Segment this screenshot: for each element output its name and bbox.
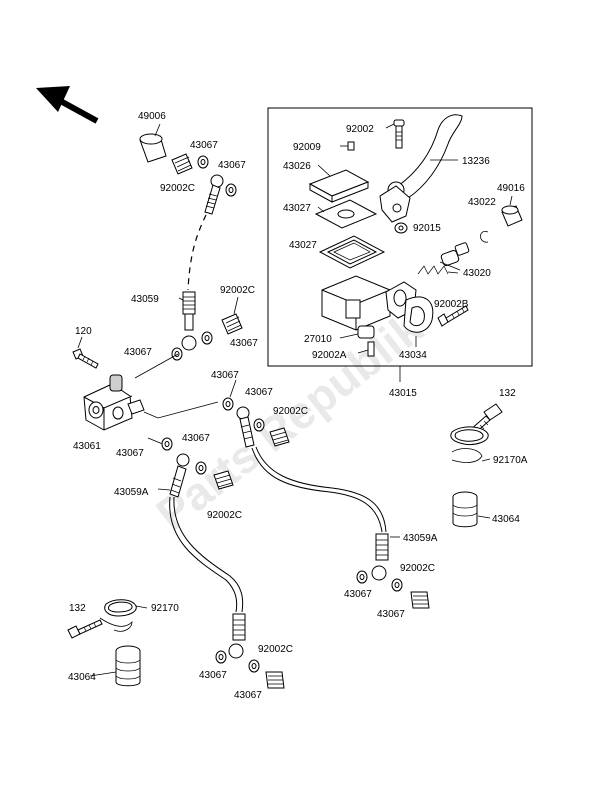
washer-43067-right-b bbox=[391, 578, 403, 592]
washer-43067-joint-a bbox=[222, 397, 234, 411]
label-92002C-f: 92002C bbox=[258, 644, 293, 655]
label-43067-b: 43067 bbox=[218, 160, 246, 171]
label-132-b: 132 bbox=[69, 603, 86, 614]
washer-43067-bottom-a bbox=[215, 650, 227, 664]
label-43067-h: 43067 bbox=[116, 448, 144, 459]
boot-49016 bbox=[501, 195, 523, 227]
label-92002: 92002 bbox=[346, 124, 374, 135]
spring-43020 bbox=[417, 242, 470, 275]
label-43059A-a: 43059A bbox=[114, 487, 149, 498]
label-43067-e: 43067 bbox=[211, 370, 239, 381]
screw-92002-top bbox=[385, 119, 405, 149]
label-92002C-b: 92002C bbox=[220, 285, 255, 296]
label-92002C-c: 92002C bbox=[273, 406, 308, 417]
bolt-92002C-lower bbox=[213, 470, 234, 490]
label-43059: 43059 bbox=[131, 294, 159, 305]
bolt-92002C-right bbox=[269, 427, 290, 447]
direction-arrow-icon bbox=[36, 86, 99, 124]
label-92002C-e: 92002C bbox=[400, 563, 435, 574]
nut-92015 bbox=[394, 222, 408, 234]
label-43064-a: 43064 bbox=[492, 514, 520, 525]
bolt-92002C-right-lower bbox=[410, 591, 430, 609]
label-92015: 92015 bbox=[413, 223, 441, 234]
bolt-92002C-top bbox=[171, 153, 193, 175]
label-92009: 92009 bbox=[293, 142, 321, 153]
label-43064-b: 43064 bbox=[68, 672, 96, 683]
ring-43022 bbox=[480, 230, 489, 243]
diaphragm-43027-b bbox=[318, 235, 386, 269]
bolt-92002B bbox=[437, 305, 469, 327]
washer-43067-joint-b bbox=[161, 437, 173, 451]
washer-43067-bottom-b bbox=[248, 659, 260, 673]
screw-92009 bbox=[340, 141, 355, 151]
bolt-92002C-bottom bbox=[265, 671, 285, 689]
label-13236: 13236 bbox=[462, 156, 490, 167]
washer-43067-mid-c bbox=[253, 418, 265, 432]
banjo-43059A-left bbox=[157, 453, 190, 498]
fitting-43059A-right bbox=[371, 533, 400, 581]
label-43067-f: 43067 bbox=[245, 387, 273, 398]
banjo-mid bbox=[236, 406, 255, 448]
label-49006: 49006 bbox=[138, 111, 166, 122]
label-43027-a: 43027 bbox=[283, 203, 311, 214]
label-132-a: 132 bbox=[499, 388, 516, 399]
bolt-132-left bbox=[67, 619, 103, 639]
banjo-top bbox=[204, 174, 224, 215]
plate-43027-a bbox=[314, 199, 378, 229]
master-cylinder-box bbox=[267, 107, 533, 382]
screw-92002A bbox=[357, 341, 375, 357]
clip-92170 bbox=[99, 599, 137, 632]
label-43067-g: 43067 bbox=[182, 433, 210, 444]
label-92170A: 92170A bbox=[493, 455, 528, 466]
label-43067-k: 43067 bbox=[199, 670, 227, 681]
label-43067-d: 43067 bbox=[230, 338, 258, 349]
washer-43067-mid-a bbox=[201, 331, 213, 345]
label-49016: 49016 bbox=[497, 183, 525, 194]
fitting-43059 bbox=[178, 291, 197, 351]
label-43027-b: 43027 bbox=[289, 240, 317, 251]
label-92002C-a: 92002C bbox=[160, 183, 195, 194]
piston-43064-left bbox=[115, 645, 141, 687]
label-92002A: 92002A bbox=[312, 350, 347, 361]
label-43067-c: 43067 bbox=[124, 347, 152, 358]
piston-43064-right bbox=[452, 491, 478, 528]
washer-43067-right-a bbox=[356, 570, 368, 584]
label-92002B: 92002B bbox=[434, 299, 469, 310]
label-43022: 43022 bbox=[468, 197, 496, 208]
label-43020: 43020 bbox=[463, 268, 491, 279]
bolt-120 bbox=[72, 336, 99, 369]
clamp-43034 bbox=[403, 296, 434, 347]
boot-49006 bbox=[139, 123, 167, 163]
label-92170: 92170 bbox=[151, 603, 179, 614]
label-43067-a: 43067 bbox=[190, 140, 218, 151]
washer-43067-top-b bbox=[225, 183, 237, 197]
label-43067-l: 43067 bbox=[234, 690, 262, 701]
label-27010: 27010 bbox=[304, 334, 332, 345]
label-92002C-d: 92002C bbox=[207, 510, 242, 521]
label-43067-j: 43067 bbox=[377, 609, 405, 620]
switch-27010 bbox=[339, 325, 375, 339]
clip-92170A bbox=[450, 426, 489, 463]
label-43067-i: 43067 bbox=[344, 589, 372, 600]
cap-43026 bbox=[308, 164, 370, 203]
washer-43067-top-a bbox=[197, 155, 209, 169]
label-43015: 43015 bbox=[389, 388, 417, 399]
fitting-43059A-bottom bbox=[228, 613, 246, 659]
part-labels: 49006 43067 43067 92002C 43059 92002C 12… bbox=[68, 111, 528, 701]
lever-13236 bbox=[379, 114, 463, 223]
label-43061: 43061 bbox=[73, 441, 101, 452]
bolt-92002C-mid bbox=[221, 296, 243, 335]
washer-43067-lower-a bbox=[195, 461, 207, 475]
label-43034: 43034 bbox=[399, 350, 427, 361]
label-43059A-b: 43059A bbox=[403, 533, 438, 544]
label-120: 120 bbox=[75, 326, 92, 337]
label-43026: 43026 bbox=[283, 161, 311, 172]
washer-43067-mid-b bbox=[171, 347, 183, 361]
joint-43061 bbox=[83, 374, 145, 431]
